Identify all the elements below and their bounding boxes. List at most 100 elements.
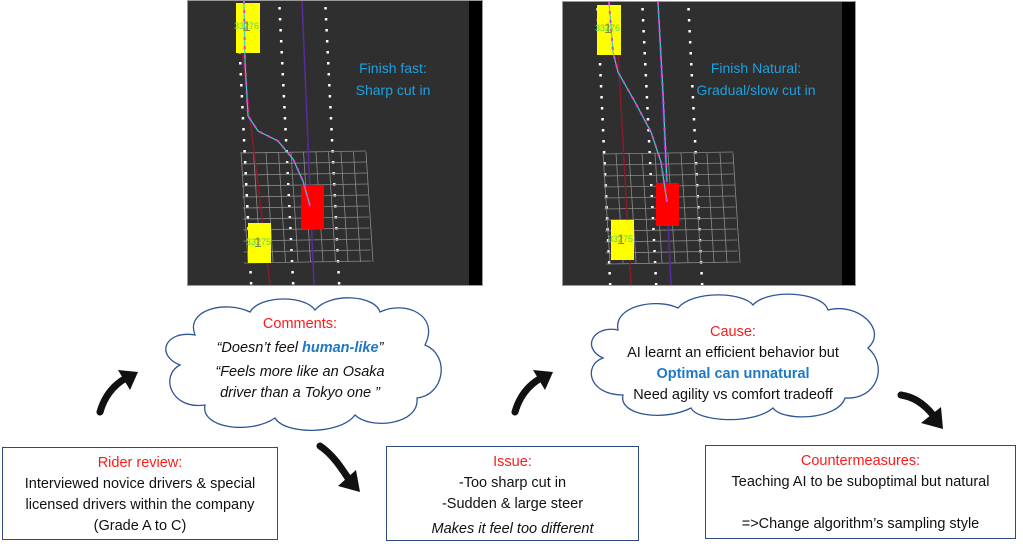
lane-marker-dot <box>291 271 294 274</box>
lane-marker-dot <box>241 106 244 109</box>
grid-line <box>365 151 374 263</box>
lane-marker-dot <box>643 52 646 55</box>
lane-marker-dot <box>240 95 244 98</box>
lane-marker-dot <box>242 139 246 142</box>
lane-marker-dot <box>693 140 697 143</box>
lane-marker-dot <box>651 206 654 209</box>
lane-marker-dot <box>337 271 340 274</box>
other-vehicle-rear <box>611 220 634 260</box>
lane-marker-dot <box>324 7 327 10</box>
lane-marker-dot <box>691 85 694 88</box>
countermeasures-box: Countermeasures: Teaching AI to be subop… <box>705 445 1016 539</box>
lane-marker-dot <box>648 162 652 165</box>
vehicle-number-rear: 1 <box>617 231 625 247</box>
lane-marker-dot <box>288 205 291 208</box>
lane-marker-dot <box>644 74 648 77</box>
lane-marker-dot <box>242 128 245 131</box>
scenario-subtitle: Sharp cut in <box>355 82 431 98</box>
lane-marker-dot <box>654 272 657 275</box>
lane-marker-dot <box>325 29 328 32</box>
grid-line <box>602 151 734 155</box>
grid-line <box>241 172 368 176</box>
lane-marker-dot <box>337 282 341 285</box>
scenario-title: Finish fast: <box>359 60 427 76</box>
lane-marker-dot <box>687 8 690 11</box>
lane-marker-dot <box>288 216 292 219</box>
other-vehicle-front <box>236 3 260 53</box>
grid-line <box>628 152 637 264</box>
comment-quote-1: “Doesn’t feel human-like” <box>175 338 425 359</box>
lane-marker-dot <box>648 151 651 154</box>
lane-marker-dot <box>602 151 606 154</box>
lane-marker-dot <box>646 107 649 110</box>
grid-line <box>732 152 741 264</box>
cause-title: Cause: <box>710 324 756 340</box>
grid-line <box>240 150 367 154</box>
lane-marker-dot <box>693 129 696 132</box>
lane-marker-dot <box>279 29 282 32</box>
occupancy-grid <box>240 150 374 264</box>
lane-marker-dot <box>600 96 603 99</box>
grid-line <box>241 161 367 165</box>
vehicle-id-rear: 33275 <box>246 237 271 247</box>
lane-marker-dot <box>279 40 283 43</box>
lane-marker-dot <box>330 128 333 131</box>
lane-marker-dot <box>607 261 611 264</box>
lane-marker-dot <box>328 84 331 87</box>
lane-marker-dot <box>330 139 334 142</box>
lane-marker-dot <box>324 18 328 21</box>
issue-line-3: Makes it feel too different <box>431 521 594 537</box>
lane-marker-dot <box>601 129 605 132</box>
lane-marker-dot <box>647 129 650 132</box>
lane-marker-dot <box>650 195 654 198</box>
vehicle-id-front: 33276 <box>234 21 259 31</box>
lane-marker-dot <box>291 282 295 285</box>
grid-line <box>265 151 274 263</box>
grid-line <box>353 151 361 263</box>
lane-marker-dot <box>652 228 655 231</box>
lane-marker-dot <box>284 128 287 131</box>
lane-marker-dot <box>653 261 657 264</box>
comments-title: Comments: <box>262 316 338 332</box>
grid-line <box>240 151 249 263</box>
lane-marker-dot <box>283 106 286 109</box>
lane-marker-dot <box>700 283 704 285</box>
vehicle-number-front: 1 <box>604 20 612 36</box>
lane-marker-dot <box>645 85 648 88</box>
lane-marker-dot <box>289 238 293 241</box>
issue-line-2: -Sudden & large steer <box>441 496 584 512</box>
lane-marker-dot <box>606 239 610 242</box>
lane-marker-dot <box>282 95 286 98</box>
trajectory-points <box>243 1 311 207</box>
lane-marker-dot <box>644 63 647 66</box>
lane-marker-dot <box>608 272 611 275</box>
lane-marker-dot <box>647 140 651 143</box>
grid-line <box>602 152 611 264</box>
quote-highlight: human-like <box>302 340 379 356</box>
lane-marker-dot <box>642 30 645 33</box>
ego-vehicle <box>301 185 324 229</box>
arrow-up-right-icon <box>96 370 138 416</box>
rider-review-line-3: (Grade A to C) <box>93 518 187 534</box>
lane-marker-dot <box>599 85 603 88</box>
scenario-label-fast: Finish fast: Sharp cut in <box>338 57 448 101</box>
lane-marker-dot <box>689 52 692 55</box>
rider-review-line-2: licensed drivers within the company <box>25 497 255 513</box>
comment-quote-2-line-2: driver than a Tokyo one ” <box>220 385 380 401</box>
lane-marker-dot <box>688 30 691 33</box>
cloud-shape <box>165 297 442 432</box>
vehicle-number-front: 1 <box>243 18 251 34</box>
grid-line <box>605 261 739 265</box>
lane-marker-dot <box>650 184 653 187</box>
lane-marker-dot <box>283 117 287 120</box>
vehicle-number-rear: 1 <box>254 234 262 250</box>
ego-vehicle <box>656 183 679 226</box>
lane-marker-dot <box>243 150 246 153</box>
lane-marker-dot <box>599 74 602 77</box>
grid-line <box>693 152 702 264</box>
lane-marker-dot <box>602 140 605 143</box>
lane-marker-dot <box>285 161 289 164</box>
countermeasures-line-1: Teaching AI to be suboptimal but natural <box>731 474 990 490</box>
cloud-shape <box>590 293 879 421</box>
lane-marker-dot <box>286 172 289 175</box>
